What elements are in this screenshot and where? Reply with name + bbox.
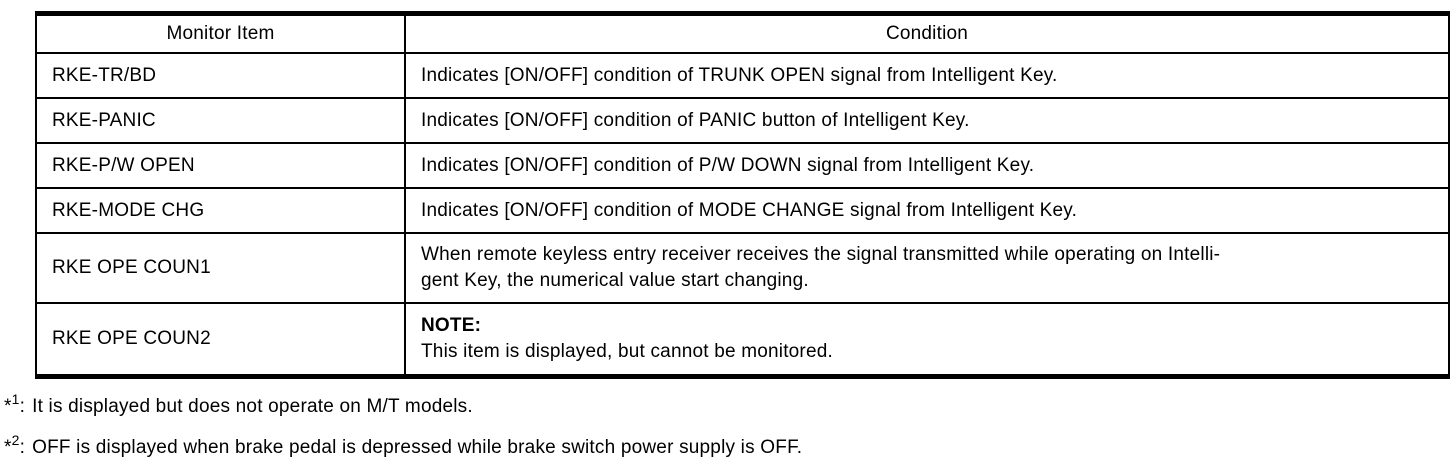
condition-cell: When remote keyless entry receiver recei… (404, 232, 1450, 304)
footnote-1-marker: * (4, 396, 12, 417)
table-row: RKE-TR/BD Indicates [ON/OFF] condition o… (35, 52, 1450, 99)
monitor-item-cell: RKE-PANIC (35, 97, 406, 144)
table-row: RKE-PANIC Indicates [ON/OFF] condition o… (35, 97, 1450, 144)
condition-cell: Indicates [ON/OFF] condition of MODE CHA… (404, 187, 1450, 234)
monitor-table: Monitor Item Condition RKE-TR/BD Indicat… (35, 11, 1450, 379)
table-row: RKE OPE COUN2 NOTE: This item is display… (35, 302, 1450, 378)
column-header-monitor-item: Monitor Item (35, 12, 406, 54)
condition-cell: Indicates [ON/OFF] condition of PANIC bu… (404, 97, 1450, 144)
document-page: Monitor Item Condition RKE-TR/BD Indicat… (0, 11, 1456, 469)
header-row: Monitor Item Condition (35, 12, 1450, 54)
condition-line-2: gent Key, the numerical value start chan… (421, 270, 809, 291)
footnote-2-sup: 2 (11, 431, 20, 448)
footnote-2: *2: OFF is displayed when brake pedal is … (4, 433, 1456, 460)
footnote-2-marker: * (4, 437, 12, 458)
footnote-2-text: OFF is displayed when brake pedal is dep… (32, 437, 803, 458)
footnotes: *1:It is displayed but does not operate … (4, 392, 1456, 460)
condition-cell: Indicates [ON/OFF] condition of TRUNK OP… (404, 52, 1450, 99)
monitor-item-cell: RKE-P/W OPEN (35, 142, 406, 189)
table-row: RKE-MODE CHG Indicates [ON/OFF] conditio… (35, 187, 1450, 234)
note-label: NOTE: (421, 315, 482, 336)
note-text: This item is displayed, but cannot be mo… (421, 341, 833, 362)
table-row: RKE-P/W OPEN Indicates [ON/OFF] conditio… (35, 142, 1450, 189)
monitor-item-cell: RKE OPE COUN1 (35, 232, 406, 304)
condition-cell: Indicates [ON/OFF] condition of P/W DOWN… (404, 142, 1450, 189)
monitor-item-cell: RKE-MODE CHG (35, 187, 406, 234)
footnote-1-separator: : (19, 396, 26, 417)
condition-cell: NOTE: This item is displayed, but cannot… (404, 302, 1450, 378)
monitor-item-cell: RKE-TR/BD (35, 52, 406, 99)
footnote-1: *1: It is displayed but does not operate … (4, 392, 1456, 419)
monitor-item-cell: RKE OPE COUN2 (35, 302, 406, 378)
footnote-1-sup: 1 (11, 390, 20, 407)
condition-line-1: When remote keyless entry receiver recei… (421, 244, 1221, 265)
column-header-condition: Condition (404, 12, 1450, 54)
table-row: RKE OPE COUN1 When remote keyless entry … (35, 232, 1450, 304)
footnote-1-text: It is displayed but does not operate on … (32, 396, 473, 417)
footnote-2-separator: : (19, 437, 26, 458)
